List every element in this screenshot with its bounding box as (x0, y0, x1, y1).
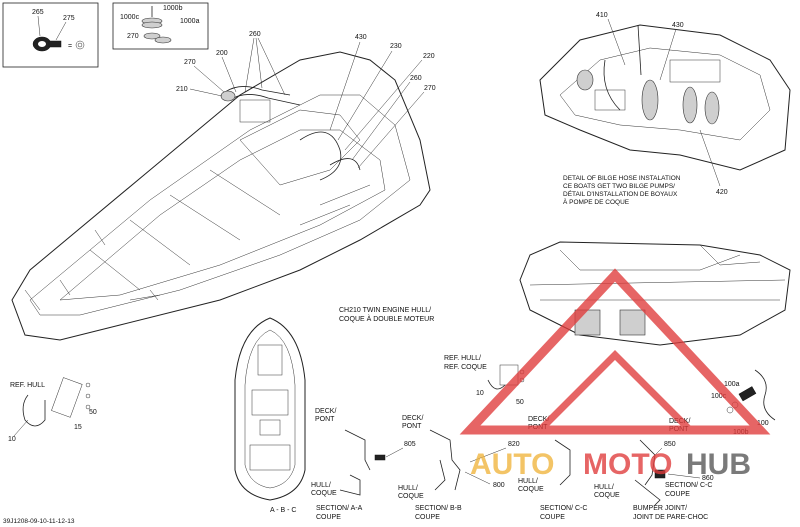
callout-230: 230 (390, 43, 402, 50)
section-marker-abc: A - B - C (270, 507, 296, 514)
section-cc1-hull-2: COQUE (518, 486, 544, 493)
section-cc2-title-1: SECTION/ C-C (665, 482, 712, 489)
ref-hull-left-label: REF. HULL (10, 382, 45, 389)
section-aa-title-1: SECTION/ A-A (316, 505, 363, 512)
section-bb: DECK/ PONT HULL/ COQUE SECTION/ B-B COUP… (398, 415, 520, 521)
callout-100a: 100a (724, 381, 740, 388)
bumper-title-1: BUMPER JOINT/ (633, 505, 687, 512)
bilge-caption-line-2: CE BOATS GET TWO BILGE PUMPS/ (563, 183, 675, 190)
bilge-detail-caption: DETAIL OF BILGE HOSE INSTALATION CE BOAT… (563, 175, 681, 206)
callout-260-right: 260 (410, 75, 422, 82)
callout-100: 100 (757, 420, 769, 427)
callout-1000b: 1000b (163, 5, 183, 12)
inset-box-hose-clamp: 1000b 1000c 1000a 270 (112, 2, 209, 50)
callout-220: 220 (423, 53, 435, 60)
callout-50-right: 50 (516, 399, 524, 406)
main-hull-callouts: 260 200 270 210 430 230 220 260 270 (176, 31, 436, 169)
callout-260-top: 260 (249, 31, 261, 38)
callout-210: 210 (176, 86, 188, 93)
main-hull-drawing (11, 51, 431, 341)
part-code: 39J1208-09-10-11-12-13 (3, 518, 75, 525)
bilge-caption-line-1: DETAIL OF BILGE HOSE INSTALATION (563, 175, 681, 182)
section-aa-deck-1: DECK/ (315, 408, 336, 415)
callout-200: 200 (216, 50, 228, 57)
watermark-moto: MOTO (583, 448, 672, 481)
watermark-hub: HUB (686, 448, 751, 481)
callout-50-left: 50 (89, 409, 97, 416)
equals-sign: = (68, 43, 72, 50)
twin-engine-title-line-1: CH210 TWIN ENGINE HULL/ (339, 307, 431, 314)
callout-410: 410 (596, 12, 608, 19)
callout-820: 820 (508, 441, 520, 448)
section-bb-title-2: COUPE (415, 514, 440, 521)
bumper-joint: BUMPER JOINT/ JOINT DE PARE-CHOC (633, 479, 708, 521)
section-cc1-title-1: SECTION/ C-C (540, 505, 587, 512)
callout-805: 805 (404, 441, 416, 448)
bilge-caption-line-4: À POMPE DE COQUE (563, 197, 630, 206)
callout-430-detail: 430 (672, 22, 684, 29)
section-aa-deck-2: PONT (315, 416, 335, 423)
callout-10-left: 10 (8, 436, 16, 443)
ref-hull-left-detail: REF. HULL 10 15 50 (8, 377, 97, 443)
inset-box-grommet: = 265 275 (2, 2, 99, 68)
section-cc1-title-2: COUPE (540, 514, 565, 521)
callout-420: 420 (716, 189, 728, 196)
section-bb-hull-1: HULL/ (398, 485, 418, 492)
section-bb-hull-2: COQUE (398, 493, 424, 500)
watermark-auto: AUTO (470, 448, 554, 481)
section-bb-deck-1: DECK/ (402, 415, 423, 422)
callout-270-top: 270 (127, 33, 139, 40)
callout-100c: 100c (711, 393, 727, 400)
section-aa-hull-2: COQUE (311, 490, 337, 497)
callout-850: 850 (664, 441, 676, 448)
section-cc2-title-2: COUPE (665, 491, 690, 498)
ref-hull-right-2: REF. COQUE (444, 364, 487, 371)
callout-1000c: 1000c (120, 14, 140, 21)
section-cc2-hull-2: COQUE (594, 492, 620, 499)
section-cc1-deck-1: DECK/ (528, 416, 549, 423)
callout-430-main: 430 (355, 34, 367, 41)
callout-15: 15 (74, 424, 82, 431)
ref-hull-right-1: REF. HULL/ (444, 355, 481, 362)
section-bb-title-1: SECTION/ B-B (415, 505, 462, 512)
callout-270-left: 270 (184, 59, 196, 66)
watermark-logo: AUTO MOTO HUB (459, 268, 771, 481)
callout-860: 860 (702, 475, 714, 482)
callout-10-right: 10 (476, 390, 484, 397)
callout-265: 265 (32, 9, 44, 16)
section-bb-deck-2: PONT (402, 423, 422, 430)
callout-800: 800 (493, 482, 505, 489)
callout-1000a: 1000a (180, 18, 200, 25)
section-cc2-hull-1: HULL/ (594, 484, 614, 491)
twin-engine-title-line-2: COQUE À DOUBLE MOTEUR (339, 314, 434, 323)
section-aa-title-2: COUPE (316, 514, 341, 521)
section-aa-hull-1: HULL/ (311, 482, 331, 489)
callout-275: 275 (63, 15, 75, 22)
top-view-hull (234, 317, 306, 501)
section-cc1-hull-1: HULL/ (518, 478, 538, 485)
callout-270-right: 270 (424, 85, 436, 92)
bilge-caption-line-3: DÉTAIL D'INSTALLATION DE BOYAUX (563, 189, 678, 198)
bilge-detail-drawing: 410 430 420 (539, 12, 791, 196)
bumper-title-2: JOINT DE PARE-CHOC (633, 514, 708, 521)
section-aa: DECK/ PONT HULL/ COQUE SECTION/ A-A COUP… (311, 408, 416, 521)
